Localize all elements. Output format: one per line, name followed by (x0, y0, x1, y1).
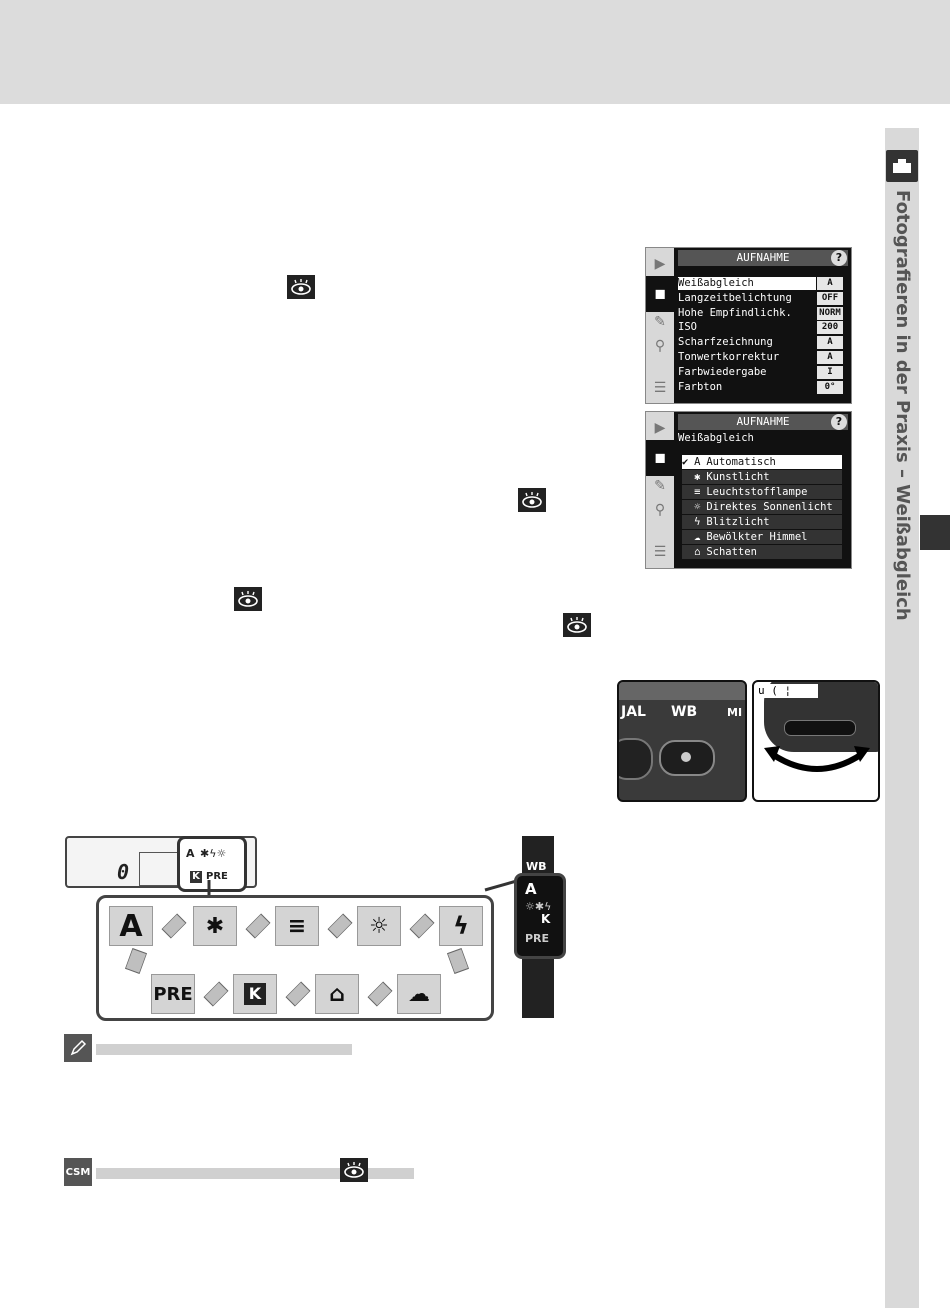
wrench-icon: ⚲ (654, 502, 666, 518)
menu-value: NORM (817, 307, 843, 320)
auto-wb-icon: A (186, 847, 195, 860)
menu-value: 0° (817, 381, 843, 394)
wb-button (659, 740, 715, 776)
menu-title: AUFNAHME (678, 250, 848, 266)
camera-icon: ◼ (654, 286, 666, 302)
shade-icon: ⌂ (315, 974, 359, 1014)
eye-icon (287, 275, 315, 299)
menu-item[interactable]: Hohe Empfindlichk. (678, 307, 792, 319)
photo-label: MI (727, 706, 743, 719)
photo-label: JAL (621, 704, 646, 720)
menu-item[interactable]: Langzeitbelichtung (678, 292, 792, 304)
auto-wb-icon: A (109, 906, 153, 946)
preset-icon: PRE (525, 932, 550, 945)
wb-cycle-diagram: A ✱ ≡ ☼ ϟ PRE K ⌂ ☁ (96, 895, 494, 1021)
eye-icon (340, 1158, 368, 1182)
menu-item[interactable]: Farbton (678, 381, 723, 393)
wb-option[interactable]: ✱Kunstlicht (682, 470, 842, 484)
lcd-digit: 0 (117, 860, 130, 884)
cloudy-icon: ☁ (397, 974, 441, 1014)
diamond-icon (447, 948, 469, 974)
diamond-icon (409, 913, 435, 939)
menu-value: A (817, 277, 843, 290)
chapter-title: Fotografieren in der Praxis – Weißabglei… (892, 190, 913, 621)
menu-rail (646, 412, 674, 568)
side-tab (885, 128, 919, 1308)
diamond-icon (367, 981, 393, 1007)
rail-selected (646, 276, 676, 312)
csm-icon: CSM (64, 1158, 92, 1186)
menu-value: OFF (817, 292, 843, 305)
wb-button-photo: JAL WB MI (617, 680, 747, 802)
playback-icon: ▶ (654, 420, 666, 436)
list-icon: ☰ (653, 544, 667, 560)
diamond-icon (285, 981, 311, 1007)
pencil-icon: ✎ (654, 314, 666, 330)
diamond-icon (203, 981, 229, 1007)
camera-shoot-icon (886, 150, 918, 182)
menu-item[interactable]: Scharfzeichnung (678, 336, 773, 348)
command-dial-photo: u ( ¦ (752, 680, 880, 802)
viewfinder-wb-highlight: A ☼✱ϟ K PRE (514, 873, 566, 959)
submenu-title: Weißabgleich (678, 432, 754, 444)
diamond-icon (161, 913, 187, 939)
wb-option[interactable]: ☁Bewölkter Himmel (682, 530, 842, 544)
shooting-menu-screen: ▶ ◼ ✎ ⚲ ☰ AUFNAHME ? Weißabgleich A Lang… (645, 247, 852, 404)
incandescent-icon: ✱ (193, 906, 237, 946)
help-icon[interactable]: ? (831, 414, 847, 430)
menu-rail (646, 248, 674, 403)
note-heading-bar (96, 1044, 352, 1055)
wb-option[interactable]: ≡Leuchtstofflampe (682, 485, 842, 499)
help-icon[interactable]: ? (831, 250, 847, 266)
menu-item[interactable]: Tonwertkorrektur (678, 351, 780, 363)
flash-icon: ϟ (439, 906, 483, 946)
diamond-icon (245, 913, 271, 939)
kelvin-icon: K (233, 974, 277, 1014)
preset-icon: PRE (151, 974, 195, 1014)
menu-value: 200 (817, 321, 843, 334)
kelvin-icon: K (541, 912, 551, 926)
camera-icon: ◼ (654, 450, 666, 466)
pencil-icon (64, 1034, 92, 1062)
eye-icon (563, 613, 591, 637)
wb-symbols-icon: ✱ϟ☼ (200, 847, 227, 860)
pencil-icon: ✎ (654, 478, 666, 494)
menu-value: I (817, 366, 843, 379)
menu-item[interactable]: ISO (678, 321, 697, 333)
wrench-icon: ⚲ (654, 338, 666, 354)
menu-value: A (817, 336, 843, 349)
auto-wb-icon: A (525, 880, 537, 898)
list-icon: ☰ (653, 380, 667, 396)
diamond-icon (327, 913, 353, 939)
sun-icon: ☼ (357, 906, 401, 946)
kelvin-icon: K (190, 871, 202, 883)
lcd-wb-highlight: A ✱ϟ☼ K PRE (177, 836, 247, 892)
diamond-icon (125, 948, 147, 974)
photo-label: WB (671, 704, 698, 720)
eye-icon (234, 587, 262, 611)
wb-symbols-icon: ☼✱ϟ (525, 900, 552, 913)
rotate-arrow-icon (764, 746, 870, 772)
preset-icon: PRE (206, 871, 228, 882)
chapter-marker (920, 515, 950, 550)
header-band (0, 0, 950, 104)
menu-item[interactable]: Weißabgleich (678, 277, 816, 290)
menu-item[interactable]: Farbwiedergabe (678, 366, 767, 378)
playback-icon: ▶ (654, 256, 666, 272)
wb-option[interactable]: ⌂Schatten (682, 545, 842, 559)
viewfinder-wb-label: WB (526, 860, 547, 873)
eye-icon (518, 488, 546, 512)
menu-value: A (817, 351, 843, 364)
rail-selected (646, 440, 676, 476)
csm-heading-bar (96, 1168, 414, 1179)
fluorescent-icon: ≡ (275, 906, 319, 946)
wb-option[interactable]: ☼Direktes Sonnenlicht (682, 500, 842, 514)
menu-title: AUFNAHME (678, 414, 848, 430)
